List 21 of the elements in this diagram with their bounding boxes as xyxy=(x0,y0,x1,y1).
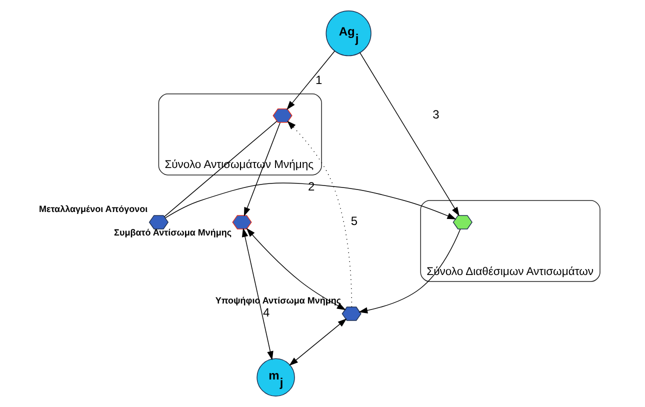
node-label: Συμβατό Αντίσωμα Μνήμης xyxy=(114,227,232,238)
edge-label: 1 xyxy=(316,72,322,87)
edge-label: 5 xyxy=(350,214,358,228)
edge-label: 4 xyxy=(263,306,270,320)
arrow xyxy=(360,52,460,216)
node-hexagon xyxy=(272,108,292,123)
arrow xyxy=(286,50,336,110)
node-hexagon xyxy=(148,215,169,230)
node-hexagon xyxy=(342,306,362,321)
arrow xyxy=(287,120,352,308)
arrow xyxy=(242,228,274,360)
arrow xyxy=(246,228,346,310)
node-hexagon xyxy=(232,215,252,230)
arrow xyxy=(244,122,280,216)
arrow xyxy=(358,228,461,314)
edge-label: 3 xyxy=(432,108,440,122)
node-hexagon xyxy=(452,215,472,230)
arrow xyxy=(164,182,456,220)
node-label: Μεταλλαγμένοι Απόγονοι xyxy=(39,204,148,214)
connector xyxy=(164,120,278,218)
arrow xyxy=(289,318,347,366)
